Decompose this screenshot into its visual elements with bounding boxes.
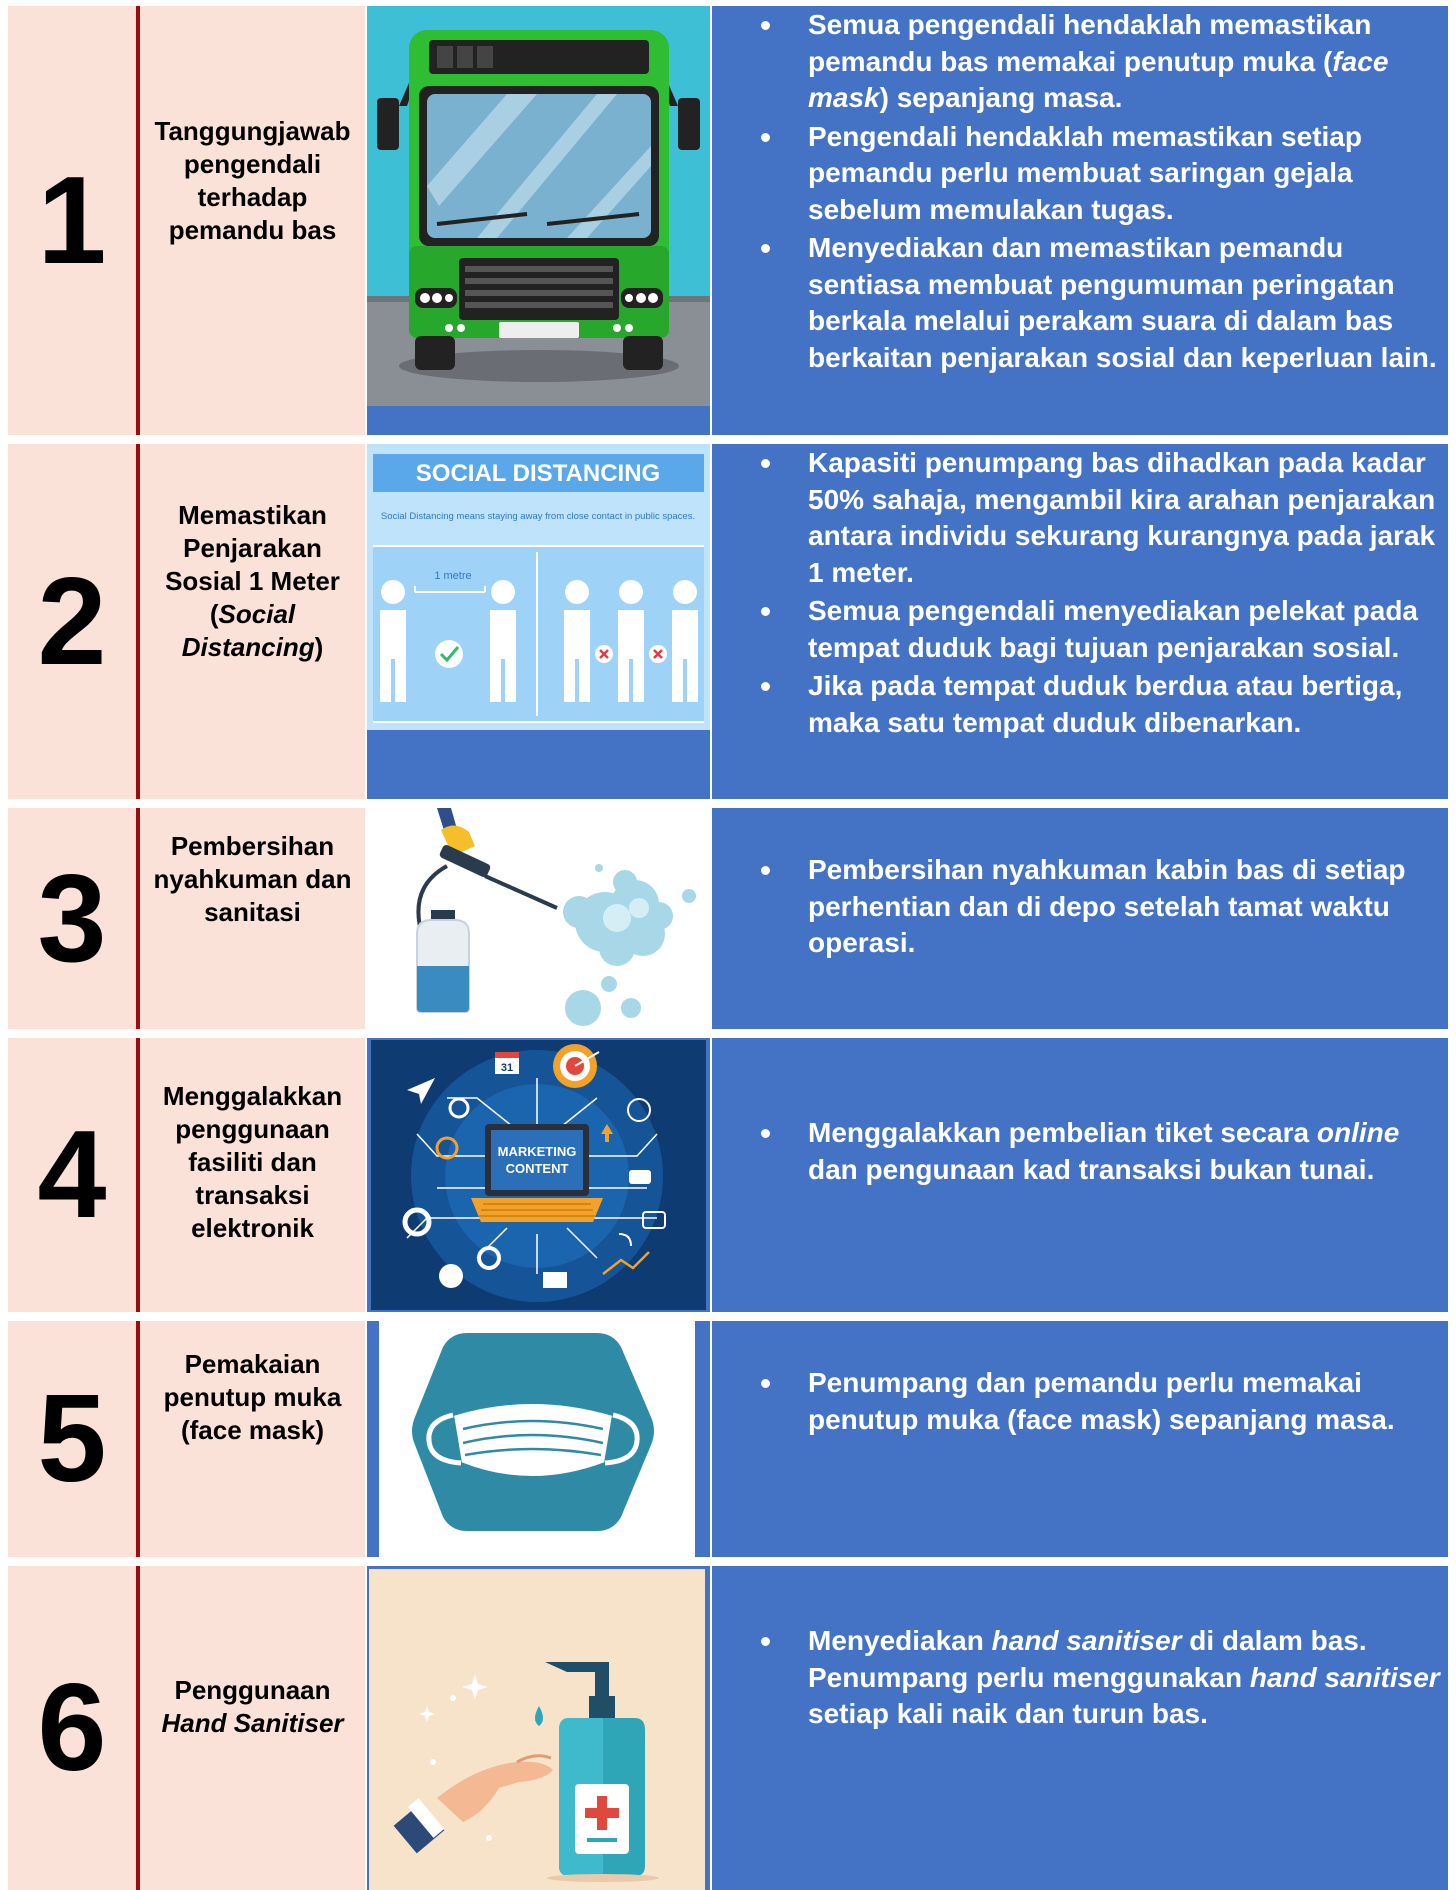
bullet-item: Semua pengendali hendaklah memastikan pe…	[712, 7, 1442, 117]
guideline-row-2: 2 Memastikan Penjarakan Sosial 1 Meter (…	[8, 444, 1448, 799]
marketing-image: 31	[367, 1038, 710, 1312]
social-distancing-illustration-icon: SOCIAL DISTANCING Social Distancing mean…	[367, 444, 710, 730]
screen-line-1: MARKETING	[498, 1144, 577, 1159]
row-title-text: Menggalakkan penggunaan fasiliti dan tra…	[162, 1081, 343, 1243]
row-title: Memastikan Penjarakan Sosial 1 Meter (So…	[140, 444, 365, 799]
calendar-date: 31	[501, 1062, 513, 1074]
spray-disinfection-icon	[367, 808, 710, 1029]
bullet-item: Menggalakkan pembelian tiket secara onli…	[712, 1115, 1442, 1188]
guideline-row-3: 3 Pembersihan nyahkuman dan sanitasi	[8, 808, 1448, 1029]
bullet-item: Semua pengendali menyediakan pelekat pad…	[712, 593, 1442, 666]
row-description: Kapasiti penumpang bas dihadkan pada kad…	[712, 444, 1448, 799]
bus-image	[367, 6, 710, 435]
bullet-list: Menggalakkan pembelian tiket secara onli…	[712, 1115, 1442, 1188]
row-number: 1	[8, 6, 140, 435]
row-description: Menyediakan hand sanitiser di dalam bas.…	[712, 1566, 1448, 1890]
screen-line-2: CONTENT	[506, 1161, 569, 1176]
row-title-text: Memastikan Penjarakan Sosial 1 Meter (So…	[165, 500, 340, 662]
bullet-list: Penumpang dan pemandu perlu memakai penu…	[712, 1365, 1442, 1438]
bullet-item: Menyediakan hand sanitiser di dalam bas.…	[712, 1623, 1442, 1733]
bullet-list: Semua pengendali hendaklah memastikan pe…	[712, 7, 1442, 376]
row-title-text: Pembersihan nyahkuman dan sanitasi	[153, 831, 352, 927]
bullet-item: Pengendali hendaklah memastikan setiap p…	[712, 119, 1442, 229]
marketing-content-icon: 31	[371, 1040, 706, 1310]
guideline-row-4: 4 Menggalakkan penggunaan fasiliti dan t…	[8, 1038, 1448, 1312]
row-title-text: Tanggungjawab pengendali terhadap pemand…	[154, 116, 351, 245]
guideline-row-5: 5 Pemakaian penutup muka (face mask)	[8, 1321, 1448, 1557]
row-description: Menggalakkan pembelian tiket secara onli…	[712, 1038, 1448, 1312]
row-number: 6	[8, 1566, 140, 1890]
row-title: Pemakaian penutup muka (face mask)	[140, 1321, 365, 1557]
image-measure: 1 metre	[434, 570, 471, 582]
bullet-item: Kapasiti penumpang bas dihadkan pada kad…	[712, 445, 1442, 591]
bullet-item: Menyediakan dan memastikan pemandu senti…	[712, 230, 1442, 376]
bullet-list: Kapasiti penumpang bas dihadkan pada kad…	[712, 445, 1442, 741]
bus-illustration-icon	[367, 6, 710, 406]
row-title: Tanggungjawab pengendali terhadap pemand…	[140, 6, 365, 435]
row-number: 2	[8, 444, 140, 799]
row-number: 3	[8, 808, 140, 1029]
image-caption: Social Distancing means staying away fro…	[381, 511, 695, 522]
bullet-item: Jika pada tempat duduk berdua atau berti…	[712, 668, 1442, 741]
sanitation-image	[367, 808, 710, 1029]
bullet-list: Menyediakan hand sanitiser di dalam bas.…	[712, 1623, 1442, 1733]
guideline-row-1: 1 Tanggungjawab pengendali terhadap pema…	[8, 6, 1448, 435]
bullet-item: Pembersihan nyahkuman kabin bas di setia…	[712, 852, 1442, 962]
row-title-text: Pemakaian penutup muka (face mask)	[163, 1349, 342, 1445]
hand-sanitiser-icon	[367, 1566, 710, 1890]
bullet-item: Penumpang dan pemandu perlu memakai penu…	[712, 1365, 1442, 1438]
row-description: Semua pengendali hendaklah memastikan pe…	[712, 6, 1448, 435]
social-distancing-image: SOCIAL DISTANCING Social Distancing mean…	[367, 444, 710, 799]
face-mask-icon	[367, 1321, 710, 1557]
row-description: Pembersihan nyahkuman kabin bas di setia…	[712, 808, 1448, 1029]
row-number: 5	[8, 1321, 140, 1557]
row-title: Pembersihan nyahkuman dan sanitasi	[140, 808, 365, 1029]
hand-sanitiser-image	[367, 1566, 710, 1890]
image-heading: SOCIAL DISTANCING	[416, 460, 660, 487]
row-description: Penumpang dan pemandu perlu memakai penu…	[712, 1321, 1448, 1557]
row-number: 4	[8, 1038, 140, 1312]
face-mask-image	[367, 1321, 710, 1557]
bullet-list: Pembersihan nyahkuman kabin bas di setia…	[712, 852, 1442, 962]
row-title: Menggalakkan penggunaan fasiliti dan tra…	[140, 1038, 365, 1312]
